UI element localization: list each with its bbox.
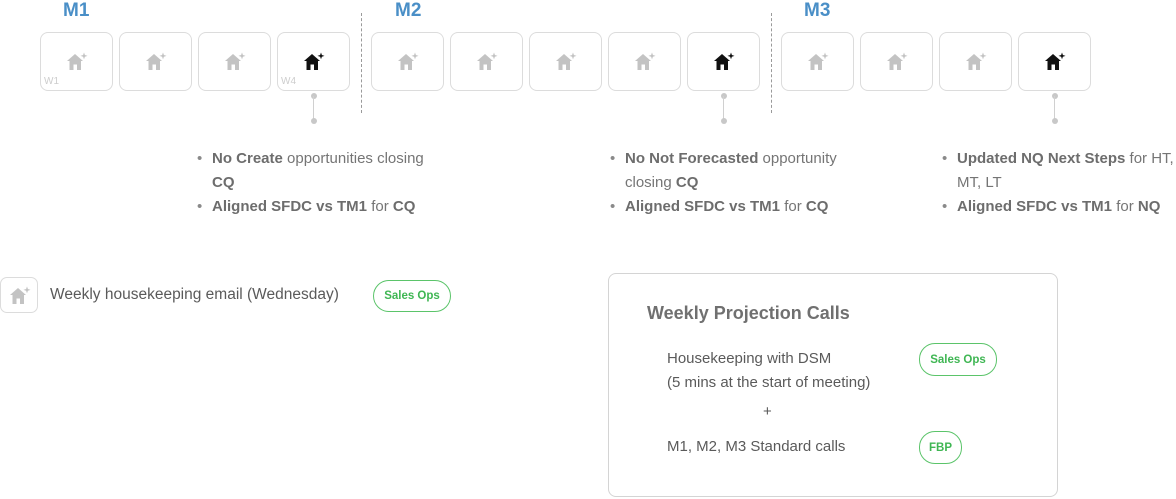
- house-sparkle-icon: [1044, 52, 1066, 72]
- house-sparkle-icon: [634, 52, 656, 72]
- week-tile-active: W4: [277, 32, 350, 91]
- notes-m3: Updated NQ Next Steps for HT, MT, LT Ali…: [942, 147, 1176, 219]
- house-sparkle-icon: [555, 52, 577, 72]
- house-sparkle-icon: [224, 52, 246, 72]
- house-sparkle-icon: [9, 286, 31, 306]
- week-tile-active: [1018, 32, 1091, 91]
- note-item: Aligned SFDC vs TM1 for NQ: [942, 195, 1176, 219]
- house-sparkle-icon: [713, 52, 735, 72]
- sales-ops-badge: Sales Ops: [919, 343, 997, 376]
- fbp-badge: FBP: [919, 431, 962, 464]
- connector-dot: [311, 93, 317, 99]
- card-line-duration: (5 mins at the start of meeting): [667, 374, 871, 391]
- connector-line: [1054, 96, 1055, 122]
- notes-m2: No Not Forecasted opportunity closing CQ…: [610, 147, 850, 219]
- housekeeping-tile: [0, 277, 38, 313]
- connector-dot: [1052, 93, 1058, 99]
- week-label: W1: [44, 76, 59, 87]
- week-tile-active: [687, 32, 760, 91]
- projection-calls-card: [608, 273, 1058, 497]
- week-tile: [119, 32, 192, 91]
- plus-sign: +: [763, 403, 772, 420]
- house-sparkle-icon: [807, 52, 829, 72]
- connector-dot: [721, 118, 727, 124]
- connector-dot: [311, 118, 317, 124]
- note-item: No Create opportunities closing CQ: [197, 147, 427, 195]
- note-item: No Not Forecasted opportunity closing CQ: [610, 147, 850, 195]
- notes-m1: No Create opportunities closing CQ Align…: [197, 147, 427, 219]
- month-separator: [771, 13, 772, 113]
- week-tile: [939, 32, 1012, 91]
- connector-line: [313, 96, 314, 122]
- card-line-housekeeping: Housekeeping with DSM: [667, 350, 832, 367]
- house-sparkle-icon: [145, 52, 167, 72]
- sales-ops-badge: Sales Ops: [373, 280, 451, 312]
- house-sparkle-icon: [303, 52, 325, 72]
- note-item: Aligned SFDC vs TM1 for CQ: [610, 195, 850, 219]
- week-tile: [529, 32, 602, 91]
- house-sparkle-icon: [965, 52, 987, 72]
- card-line-standard-calls: M1, M2, M3 Standard calls: [667, 438, 846, 455]
- card-title: Weekly Projection Calls: [647, 303, 850, 323]
- month-label-m3: M3: [804, 0, 831, 21]
- month-label-m1: M1: [63, 0, 90, 21]
- note-item: Aligned SFDC vs TM1 for CQ: [197, 195, 427, 219]
- connector-dot: [721, 93, 727, 99]
- house-sparkle-icon: [66, 52, 88, 72]
- week-tile: [450, 32, 523, 91]
- month-separator: [361, 13, 362, 113]
- note-item: Updated NQ Next Steps for HT, MT, LT: [942, 147, 1176, 195]
- month-label-m2: M2: [395, 0, 422, 21]
- house-sparkle-icon: [886, 52, 908, 72]
- housekeeping-label: Weekly housekeeping email (Wednesday): [50, 286, 339, 303]
- week-tile: [198, 32, 271, 91]
- house-sparkle-icon: [397, 52, 419, 72]
- week-tile: [608, 32, 681, 91]
- week-tile: [860, 32, 933, 91]
- connector-line: [723, 96, 724, 122]
- week-tile: [781, 32, 854, 91]
- house-sparkle-icon: [476, 52, 498, 72]
- week-tile: [371, 32, 444, 91]
- connector-dot: [1052, 118, 1058, 124]
- week-label: W4: [281, 76, 296, 87]
- week-tile: W1: [40, 32, 113, 91]
